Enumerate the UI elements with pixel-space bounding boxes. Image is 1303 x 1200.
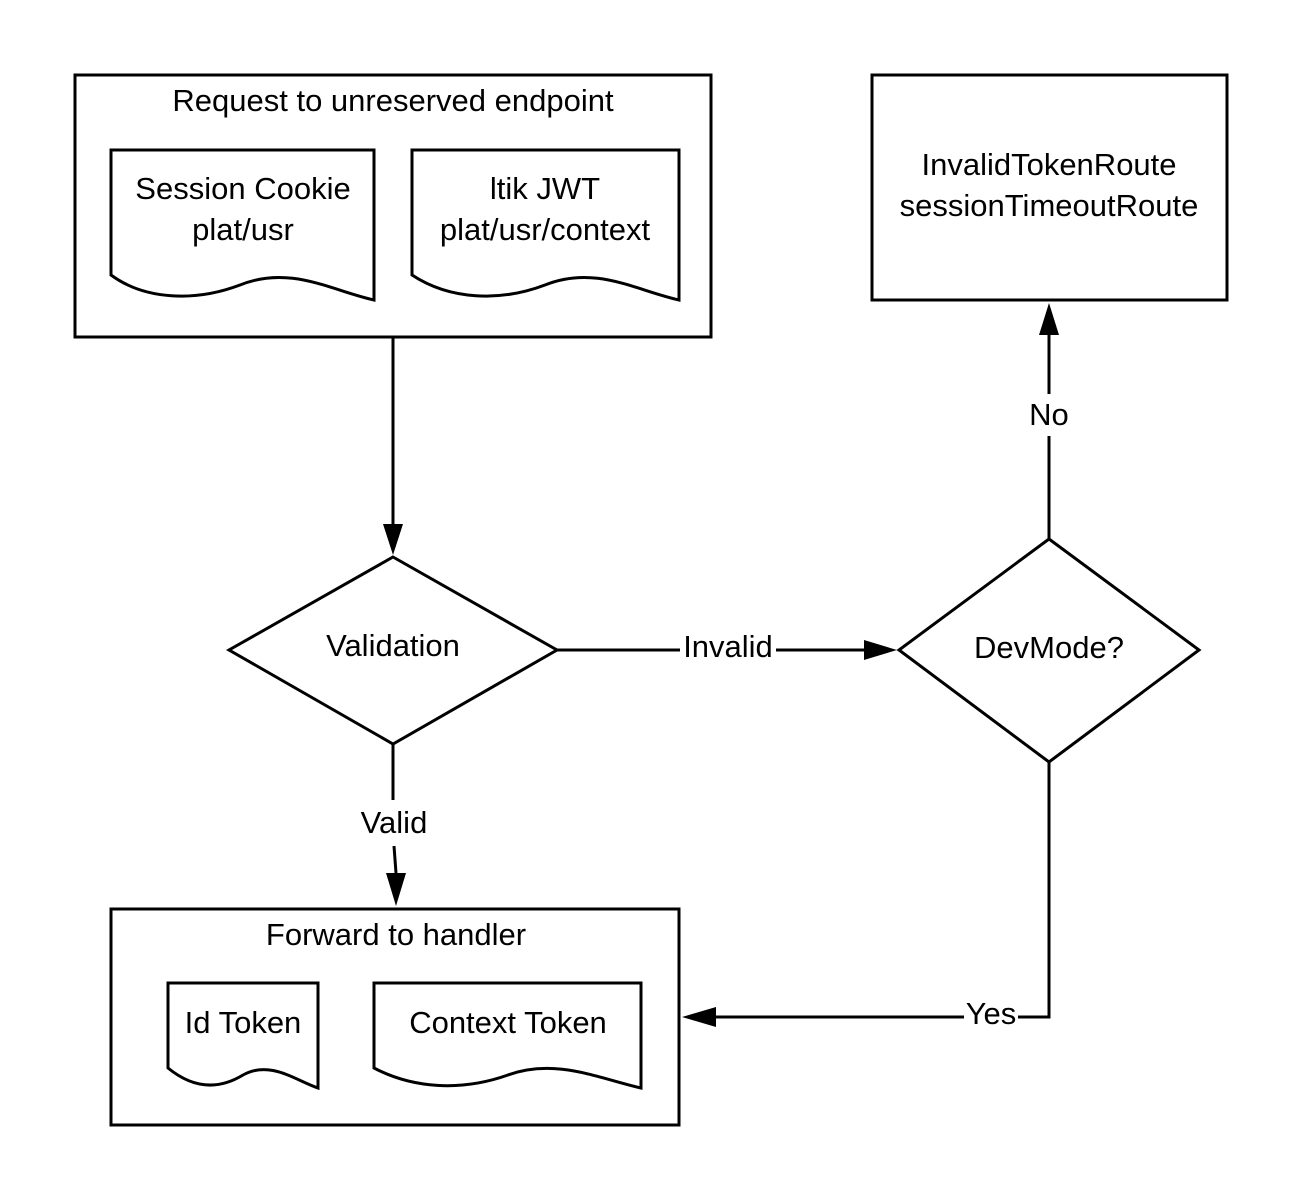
edge-devmode-yes-line-right — [1018, 762, 1051, 1019]
edge-devmode-no-arrowhead — [1039, 303, 1059, 335]
session-timeout-route-label: sessionTimeoutRoute — [900, 188, 1199, 223]
context-token-label: Context Token — [409, 1005, 607, 1040]
devmode-node: DevMode? — [896, 537, 1202, 764]
edge-devmode-no: No — [1029, 303, 1069, 539]
context-token-document: Context Token — [372, 981, 643, 1090]
edge-devmode-yes-arrowhead — [682, 1007, 716, 1027]
edge-validation-valid-label: Valid — [361, 805, 428, 840]
edge-validation-invalid-arrowhead — [864, 640, 897, 660]
id-token-document-shape — [166, 981, 320, 1091]
forward-title: Forward to handler — [266, 917, 526, 952]
session-cookie-sublabel: plat/usr — [192, 212, 294, 247]
edge-validation-invalid: Invalid — [557, 629, 897, 664]
ltik-jwt-label: ltik JWT — [490, 171, 600, 206]
session-cookie-label: Session Cookie — [135, 171, 350, 206]
forward-node: Forward to handler Id Token Context Toke… — [109, 907, 681, 1127]
validation-label: Validation — [326, 628, 460, 663]
invalid-route-box — [870, 73, 1229, 302]
edge-validation-valid: Valid — [361, 744, 428, 906]
edge-devmode-yes-label: Yes — [966, 996, 1017, 1031]
ltik-jwt-sublabel: plat/usr/context — [440, 212, 651, 247]
ltik-jwt-document-shape — [410, 148, 681, 302]
edge-devmode-yes: Yes — [682, 762, 1051, 1031]
context-token-document-shape — [372, 981, 643, 1090]
validation-node: Validation — [225, 555, 561, 746]
request-title: Request to unreserved endpoint — [172, 83, 614, 118]
request-node: Request to unreserved endpoint Session C… — [73, 73, 713, 339]
edge-devmode-no-label: No — [1029, 397, 1069, 432]
invalid-route-node: InvalidTokenRoute sessionTimeoutRoute — [870, 73, 1229, 302]
session-cookie-document-shape — [109, 148, 376, 302]
ltik-jwt-document: ltik JWT plat/usr/context — [410, 148, 681, 302]
edge-request-to-validation — [383, 337, 403, 555]
session-cookie-document: Session Cookie plat/usr — [109, 148, 376, 302]
edge-validation-valid-arrowhead — [386, 873, 406, 906]
devmode-label: DevMode? — [974, 630, 1124, 665]
id-token-label: Id Token — [185, 1005, 302, 1040]
edge-request-to-validation-arrowhead — [383, 524, 403, 555]
edge-validation-valid-line-bottom — [392, 845, 398, 874]
id-token-document: Id Token — [166, 981, 320, 1091]
edge-validation-invalid-label: Invalid — [683, 629, 773, 664]
invalid-token-route-label: InvalidTokenRoute — [921, 147, 1176, 182]
